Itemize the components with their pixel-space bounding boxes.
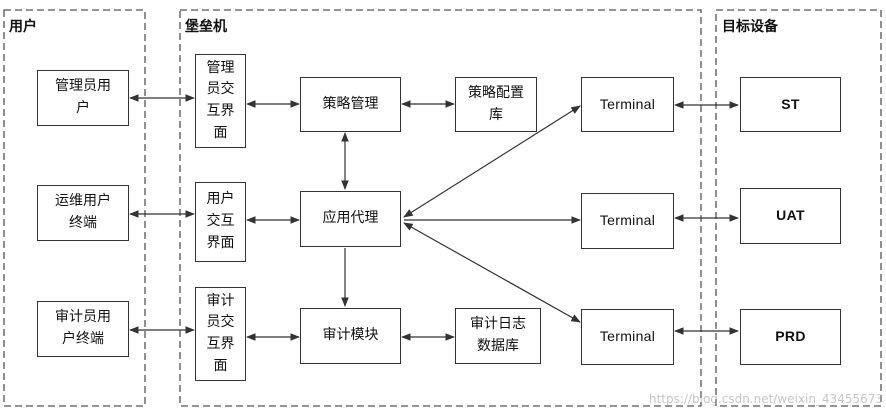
policy-management-box: 策略管理 xyxy=(300,77,401,132)
app-proxy-label: 应用代理 xyxy=(322,210,379,227)
audit-log-db-box: 审计日志 数据库 xyxy=(455,308,541,364)
audit-log-db-label: 审计日志 数据库 xyxy=(470,316,526,354)
terminal-box-1: Terminal xyxy=(581,77,674,132)
audit-module-label: 审计模块 xyxy=(322,327,379,344)
audit-module-box: 审计模块 xyxy=(300,308,401,364)
app-proxy-box: 应用代理 xyxy=(300,191,401,247)
region-bastion-title: 堡垒机 xyxy=(185,19,227,35)
terminal-box-2: Terminal xyxy=(581,193,674,249)
device-st-box: ST xyxy=(740,77,841,132)
watermark-text: https://blog.csdn.net/weixin_43455673 xyxy=(648,392,883,406)
region-user-title: 用户 xyxy=(9,19,37,35)
admin-interface-box: 管理 员交 互界 面 xyxy=(195,54,246,148)
terminal-label-3: Terminal xyxy=(599,328,656,345)
arrow-proxy-terminal-3 xyxy=(403,222,581,323)
region-targets-frame xyxy=(715,9,882,407)
user-interface-box: 用户 交互 界面 xyxy=(195,182,246,262)
audit-interface-label: 审计 员交 互界 面 xyxy=(206,292,235,374)
user-interface-label: 用户 交互 界面 xyxy=(206,191,235,251)
region-user-frame xyxy=(3,9,146,407)
ops-user-box: 运维用户 终端 xyxy=(37,185,129,241)
device-st-label: ST xyxy=(781,95,800,112)
device-prd-label: PRD xyxy=(775,328,806,345)
policy-db-label: 策略配置 库 xyxy=(468,84,524,123)
policy-db-box: 策略配置 库 xyxy=(455,77,537,132)
terminal-label-1: Terminal xyxy=(599,95,656,112)
device-prd-box: PRD xyxy=(740,309,841,365)
region-targets-title: 目标设备 xyxy=(722,19,778,35)
arrow-proxy-terminal-1 xyxy=(403,105,581,218)
region-bastion-frame xyxy=(179,9,702,407)
admin-user-box: 管理员用 户 xyxy=(37,70,129,126)
device-uat-box: UAT xyxy=(740,188,841,244)
audit-user-label: 审计员用 户终端 xyxy=(55,309,111,347)
admin-user-label: 管理员用 户 xyxy=(55,78,111,116)
audit-user-box: 审计员用 户终端 xyxy=(37,301,129,357)
audit-interface-box: 审计 员交 互界 面 xyxy=(195,287,246,381)
terminal-label-2: Terminal xyxy=(599,212,656,229)
policy-management-label: 策略管理 xyxy=(322,95,379,112)
admin-interface-label: 管理 员交 互界 面 xyxy=(206,59,235,141)
device-uat-label: UAT xyxy=(776,207,805,224)
terminal-box-3: Terminal xyxy=(581,309,674,365)
ops-user-label: 运维用户 终端 xyxy=(55,193,111,231)
